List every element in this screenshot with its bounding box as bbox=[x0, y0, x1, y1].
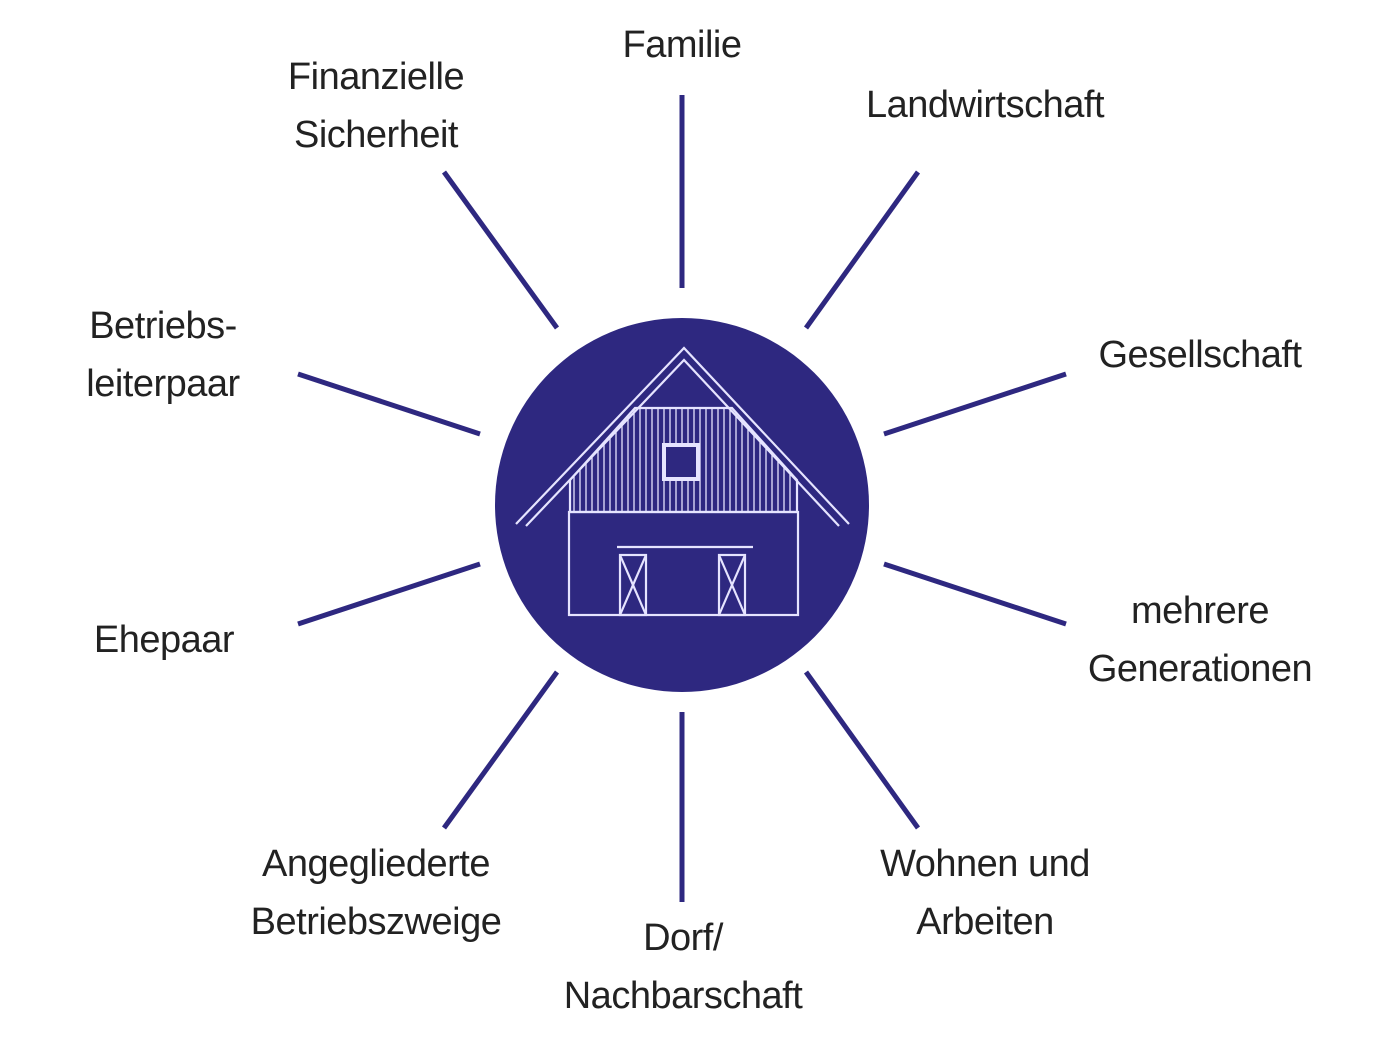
barn-siding-slats bbox=[573, 408, 791, 512]
label-line: mehrere bbox=[1130, 590, 1270, 632]
label-line: Arbeiten bbox=[916, 901, 1054, 943]
label-line: Landwirtschaft bbox=[865, 84, 1105, 126]
label-line: Ehepaar bbox=[93, 619, 235, 661]
label-line: leiterpaar bbox=[86, 363, 240, 405]
barn-roof-outer bbox=[515, 346, 850, 525]
spoke-lines bbox=[297, 95, 1067, 902]
spoke-finanzielle-sicherheit bbox=[441, 170, 560, 330]
spoke-wohnen-und-arbeiten bbox=[803, 670, 921, 830]
barn-left-door bbox=[618, 553, 648, 617]
label-ehepaar: Ehepaar bbox=[93, 611, 235, 669]
label-gesellschaft: Gesellschaft bbox=[1098, 326, 1302, 384]
barn-right-door bbox=[717, 553, 747, 617]
spoke-gesellschaft bbox=[883, 371, 1067, 437]
barn-lower-wall bbox=[567, 510, 800, 617]
spoke-mehrere-generationen bbox=[883, 561, 1067, 627]
central-hub bbox=[495, 318, 869, 692]
spoke-betriebsleiterpaar bbox=[297, 371, 481, 437]
label-line: Betriebszweige bbox=[250, 901, 502, 943]
label-line: Dorf/ bbox=[643, 917, 723, 959]
label-line: Betriebs- bbox=[89, 305, 237, 347]
label-betriebsleiterpaar: Betriebs-leiterpaar bbox=[86, 297, 240, 413]
label-line: Gesellschaft bbox=[1098, 334, 1302, 376]
spoke-angegliederte-betriebszweige bbox=[441, 670, 560, 830]
barn-loft-window bbox=[662, 443, 700, 481]
label-line: Familie bbox=[622, 24, 742, 66]
label-dorf-nachbarschaft: Dorf/Nachbarschaft bbox=[564, 909, 803, 1025]
spoke-ehepaar bbox=[297, 561, 481, 627]
label-landwirtschaft: Landwirtschaft bbox=[865, 76, 1105, 134]
label-line: Generationen bbox=[1087, 648, 1313, 690]
label-line: Nachbarschaft bbox=[563, 975, 803, 1017]
label-line: Angegliederte bbox=[261, 843, 491, 885]
label-familie: Familie bbox=[623, 16, 742, 74]
label-line: Wohnen und bbox=[880, 843, 1090, 885]
label-line: Finanzielle bbox=[287, 56, 465, 98]
barn-icon bbox=[515, 346, 850, 617]
label-line: Sicherheit bbox=[294, 114, 458, 156]
spoke-landwirtschaft bbox=[803, 170, 921, 330]
